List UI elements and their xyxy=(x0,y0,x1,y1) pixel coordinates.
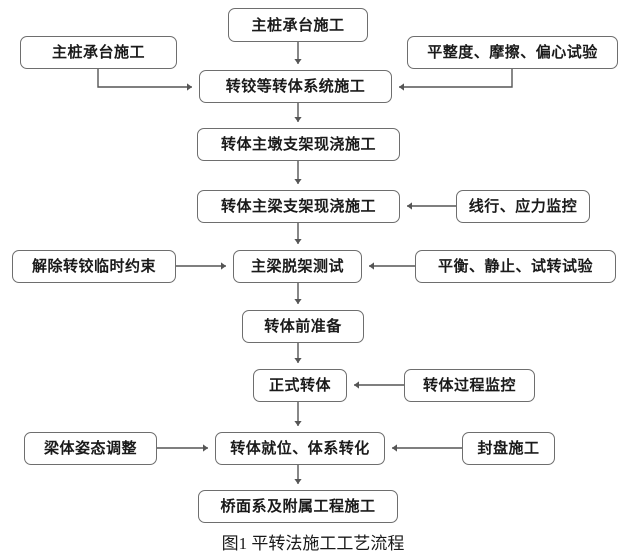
flow-node-label: 转体过程监控 xyxy=(422,377,516,394)
arrowhead xyxy=(392,444,397,452)
flow-node-balance-static-trial-rotation-test: 平衡、静止、试转试验 xyxy=(415,250,616,283)
flow-node-label: 正式转体 xyxy=(268,377,331,394)
arrowhead xyxy=(187,83,192,91)
flow-node-label: 平整度、摩擦、偏心试验 xyxy=(427,44,598,61)
connector-e-left-to-hub xyxy=(97,69,192,91)
flow-node-swivel-process-monitoring: 转体过程监控 xyxy=(404,369,535,402)
arrowhead xyxy=(354,381,359,389)
flow-node-label: 平衡、静止、试转试验 xyxy=(437,258,593,275)
arrowhead xyxy=(294,117,302,122)
flow-node-swivel-in-place-system-conversion: 转体就位、体系转化 xyxy=(215,432,385,465)
flow-node-label: 线行、应力监控 xyxy=(468,198,578,215)
connector-e-attitude-to-inplace xyxy=(157,444,208,452)
arrowhead xyxy=(294,358,302,363)
connector-e-hub-to-pier xyxy=(294,103,302,122)
arrowhead xyxy=(399,83,404,91)
flow-node-beam-attitude-adjustment: 梁体姿态调整 xyxy=(24,432,157,465)
flow-node-label: 封盘施工 xyxy=(477,440,540,457)
arrowhead xyxy=(294,59,302,64)
flow-node-main-beam-deframing-test: 主梁脱架测试 xyxy=(233,250,362,283)
flow-node-formal-swivel: 正式转体 xyxy=(253,369,347,402)
flow-node-release-temporary-restraint: 解除转铰临时约束 xyxy=(12,250,176,283)
flow-node-main-pile-cap-left: 主桩承台施工 xyxy=(20,36,177,69)
connector-e-monitor-to-beam xyxy=(407,202,456,210)
arrowhead xyxy=(294,479,302,484)
flow-node-label: 解除转铰临时约束 xyxy=(31,258,156,275)
connector-e-right-to-hub xyxy=(399,69,513,91)
arrowhead xyxy=(294,299,302,304)
connector-e-inplace-to-deck xyxy=(294,465,302,484)
flow-node-pre-swivel-preparation: 转体前准备 xyxy=(242,310,364,343)
figure-caption: 图1 平转法施工工艺流程 xyxy=(221,534,405,553)
connector-e-formal-to-inplace xyxy=(294,402,302,426)
connector-e-top-to-hub xyxy=(294,42,302,64)
flow-node-bridge-deck-ancillary-construction: 桥面系及附属工程施工 xyxy=(198,490,398,523)
flow-node-label: 主桩承台施工 xyxy=(51,44,145,61)
connector-e-prep-to-formal xyxy=(294,343,302,363)
flow-node-label: 转体就位、体系转化 xyxy=(230,440,370,457)
flow-node-label: 梁体姿态调整 xyxy=(43,440,137,457)
arrowhead xyxy=(221,262,226,270)
flow-node-swivel-main-beam-bracket-cast: 转体主梁支架现浇施工 xyxy=(197,190,400,223)
flow-node-label: 转体前准备 xyxy=(264,318,342,335)
arrowhead xyxy=(203,444,208,452)
flow-node-swivel-hinge-system-construction: 转铰等转体系统施工 xyxy=(199,70,392,103)
connector-e-sealing-to-inplace xyxy=(392,444,462,452)
flow-node-label: 桥面系及附属工程施工 xyxy=(220,498,376,515)
arrowhead xyxy=(294,239,302,244)
flow-node-label: 主梁脱架测试 xyxy=(250,258,344,275)
arrowhead xyxy=(369,262,374,270)
arrowhead xyxy=(294,179,302,184)
flow-node-flatness-friction-eccentricity-test: 平整度、摩擦、偏心试验 xyxy=(407,36,618,69)
connector-e-beam-to-deframing xyxy=(294,223,302,244)
arrowhead xyxy=(407,202,412,210)
flow-node-label: 转体主梁支架现浇施工 xyxy=(220,198,376,215)
flow-node-main-pile-cap-top: 主桩承台施工 xyxy=(228,8,368,42)
flow-node-label: 转体主墩支架现浇施工 xyxy=(220,136,376,153)
flow-node-label: 主桩承台施工 xyxy=(251,16,345,34)
connector-e-balance-to-deframing xyxy=(369,262,415,270)
connector-e-release-to-deframing xyxy=(176,262,226,270)
connector-e-process-to-formal xyxy=(354,381,404,389)
flow-node-alignment-stress-monitoring: 线行、应力监控 xyxy=(456,190,590,223)
flow-node-label: 转铰等转体系统施工 xyxy=(225,78,366,95)
connector-e-pier-to-beam xyxy=(294,161,302,184)
flow-node-swivel-main-pier-bracket-cast: 转体主墩支架现浇施工 xyxy=(197,128,400,161)
arrowhead xyxy=(294,421,302,426)
connector-e-deframing-to-prep xyxy=(294,283,302,304)
flow-node-sealing-plate-construction: 封盘施工 xyxy=(462,432,555,465)
